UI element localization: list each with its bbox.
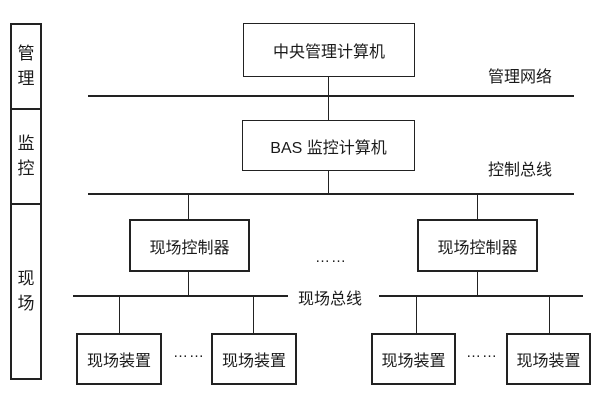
node-field-device-3: 现场装置 [371,333,456,385]
node-bas-monitoring-computer-label: BAS 监控计算机 [270,139,387,157]
connector-control-bus-to-right-controller [476,194,478,219]
node-central-management-computer-label: 中央管理计算机 [272,44,385,61]
sidebar-level-field-label: 现场 [17,268,35,313]
connector-right-controller-to-field-bus [476,271,478,296]
node-field-device-3-label: 现场装置 [381,353,446,370]
sidebar-level-monitoring: 监控 [12,110,40,205]
connector-field-bus-to-device-4 [548,296,550,333]
connector-left-controller-to-field-bus [187,271,189,296]
connector-control-bus-to-left-controller [187,194,189,219]
node-field-controller-left: 现场控制器 [129,219,250,272]
sidebar-level-monitoring-label: 监控 [17,133,35,178]
control-bus-label: 控制总线 [487,162,552,179]
control-bus-line [88,193,574,195]
node-field-device-2: 现场装置 [211,333,297,385]
sidebar-level-management-label: 管理 [17,43,35,88]
node-field-device-1: 现场装置 [76,333,162,385]
connector-field-bus-to-device-1 [118,296,120,333]
node-bas-monitoring-computer: BAS 监控计算机 [242,120,415,171]
ellipsis-between-controllers: …… [315,249,347,266]
sidebar-level-management: 管理 [12,25,40,110]
field-bus-line-right [379,295,583,297]
connector-field-bus-to-device-2 [252,296,254,333]
field-bus-line-left [73,295,288,297]
connector-bas-to-control-bus [327,170,329,194]
field-bus-label: 现场总线 [297,291,362,308]
management-network-line [88,95,574,97]
node-field-device-1-label: 现场装置 [86,353,151,370]
sidebar-level-field: 现场 [12,205,40,378]
ellipsis-between-devices-right: …… [466,344,498,361]
connector-field-bus-to-device-3 [415,296,417,333]
node-field-controller-right-label: 现场控制器 [437,239,518,257]
connector-central-to-management-bus [327,77,329,120]
node-field-device-4: 现场装置 [506,333,591,385]
node-field-device-2-label: 现场装置 [221,353,286,370]
management-network-label: 管理网络 [487,69,552,86]
node-field-device-4-label: 现场装置 [516,353,581,370]
node-field-controller-left-label: 现场控制器 [149,239,230,257]
ellipsis-between-devices-left: …… [173,344,205,361]
node-central-management-computer: 中央管理计算机 [243,23,415,77]
node-field-controller-right: 现场控制器 [417,219,538,272]
level-sidebar: 管理 监控 现场 [10,23,42,380]
